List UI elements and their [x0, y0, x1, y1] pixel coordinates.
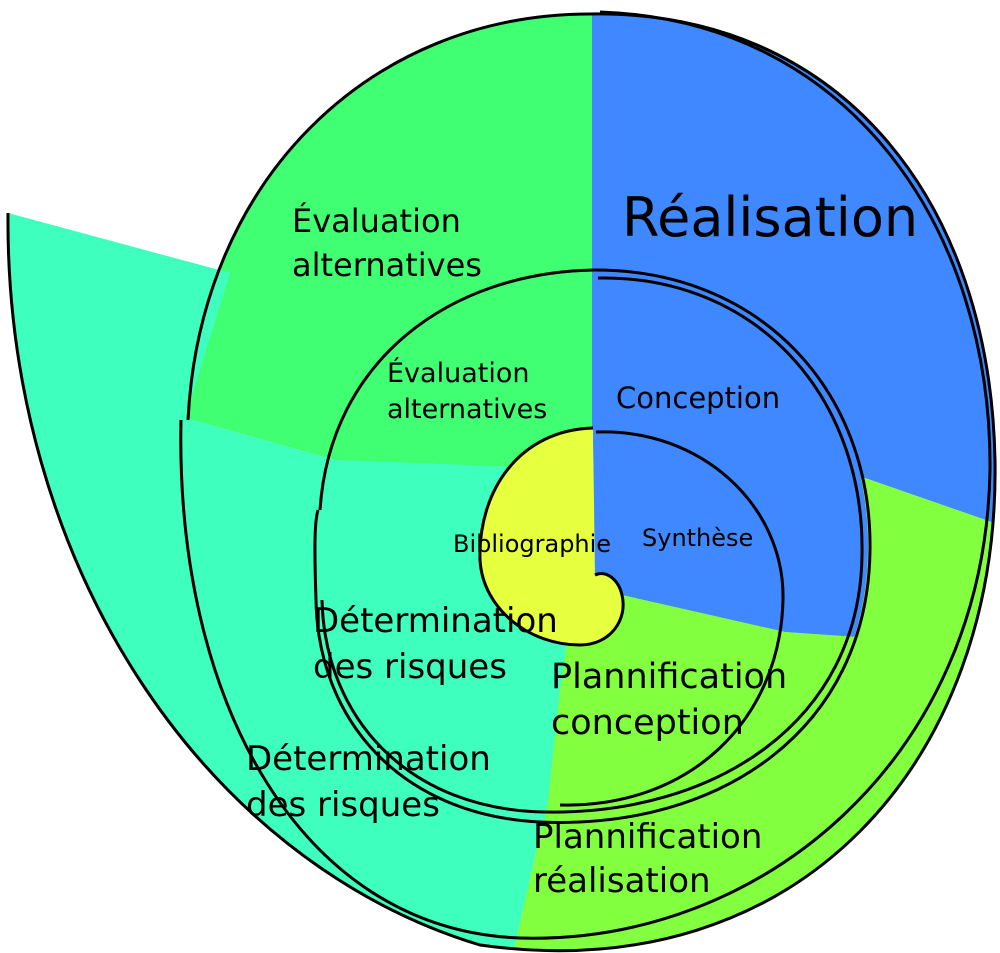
middle-conception-label: Conception — [616, 381, 780, 415]
spiral-outer-line — [6, 12, 997, 953]
spiral-inner-line — [478, 426, 625, 647]
outer-planification-label: Plannification réalisation — [533, 817, 773, 901]
middle-planification-label: Plannification conception — [551, 657, 798, 743]
outer-realisation-label: Réalisation — [622, 186, 918, 249]
spiral-middle-line — [313, 268, 872, 824]
inner-quadrant-bibliographie — [479, 428, 624, 645]
middle-risques-label: Détermination des risques — [313, 601, 569, 687]
spiral-second-line — [179, 10, 992, 940]
inner-quadrant-synthese — [593, 427, 785, 632]
inner-quadrant-planification — [548, 595, 785, 805]
outer-evaluation-label: Évaluation alternatives — [292, 202, 482, 284]
spiral-middle-line-2 — [320, 276, 864, 814]
inner-bibliographie-label: Bibliographie — [453, 530, 611, 558]
spiral-inner-line-2 — [559, 430, 785, 807]
spiral-outlines — [6, 10, 997, 953]
middle-evaluation-label: Évaluation alternatives — [387, 357, 547, 425]
inner-synthese-label: Synthèse — [642, 524, 753, 552]
outer-risques-label: Détermination des risques — [246, 739, 502, 825]
